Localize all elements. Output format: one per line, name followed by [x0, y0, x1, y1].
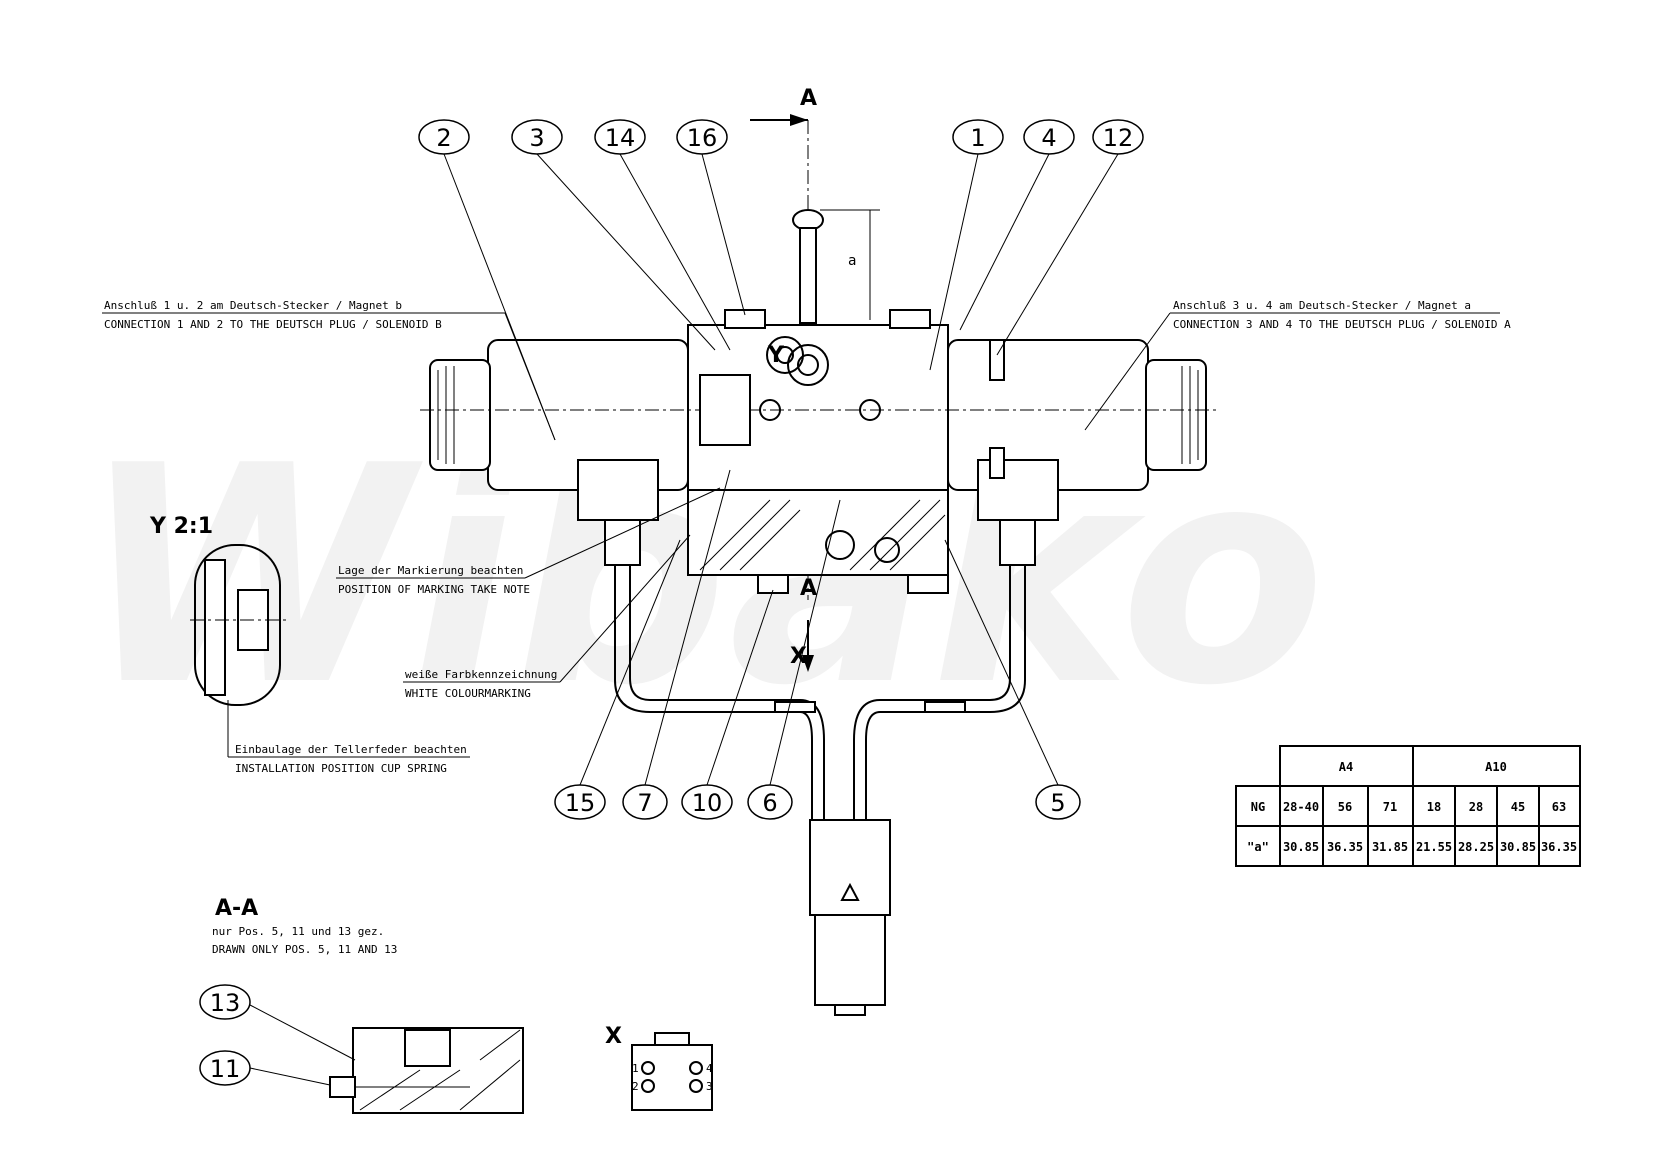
balloon-13: 13 [210, 989, 241, 1017]
balloon-14: 14 [605, 124, 636, 152]
pin-4: 4 [706, 1062, 713, 1075]
balloon-6: 6 [762, 789, 777, 817]
view-x-label: X [790, 644, 807, 669]
balloon-7: 7 [637, 789, 652, 817]
note-spring-en: INSTALLATION POSITION CUP SPRING [235, 762, 447, 775]
valve-body [420, 309, 1220, 594]
view-x-connector: X 1 2 4 3 [605, 1024, 713, 1111]
balloon-12: 12 [1103, 124, 1134, 152]
balloon-1: 1 [970, 124, 985, 152]
table-cell: 28.25 [1458, 840, 1494, 854]
section-aa-title: A-A [215, 896, 258, 921]
view-x-title: X [605, 1024, 622, 1049]
table-cell: 21.55 [1416, 840, 1452, 854]
dimension-a-label: a [848, 253, 856, 269]
table-cell: 31.85 [1372, 840, 1408, 854]
note-right-de: Anschluß 3 u. 4 am Deutsch-Stecker / Mag… [1173, 299, 1471, 312]
table-cell: 30.85 [1283, 840, 1319, 854]
balloon-3: 3 [529, 124, 544, 152]
balloons-top: 2 3 14 16 1 4 12 [418, 119, 1144, 441]
notes: Anschluß 1 u. 2 am Deutsch-Stecker / Mag… [102, 299, 1511, 775]
note-left-en: CONNECTION 1 AND 2 TO THE DEUTSCH PLUG /… [104, 318, 442, 331]
table-cell: 71 [1383, 800, 1397, 814]
section-aa: A-A nur Pos. 5, 11 und 13 gez. DRAWN ONL… [199, 896, 524, 1114]
balloon-4: 4 [1041, 124, 1056, 152]
note-marking-en: POSITION OF MARKING TAKE NOTE [338, 583, 530, 596]
balloon-11: 11 [210, 1055, 241, 1083]
balloon-5: 5 [1050, 789, 1065, 817]
dimension-table: A4 A10 NG "a" 28-40 56 71 18 28 45 63 30… [1235, 745, 1581, 867]
balloon-2: 2 [436, 124, 451, 152]
cable-harness [614, 565, 1026, 1016]
table-cell: 30.85 [1500, 840, 1536, 854]
table-row-label-ng: NG [1251, 800, 1265, 814]
section-a-top-label: A [800, 86, 817, 111]
table-cell: 28 [1469, 800, 1483, 814]
note-spring-de: Einbaulage der Tellerfeder beachten [235, 743, 467, 756]
table-cell: 18 [1427, 800, 1441, 814]
balloon-10: 10 [692, 789, 723, 817]
table-group-a4: A4 [1339, 760, 1353, 774]
detail-y-title: Y 2:1 [149, 514, 213, 539]
table-row-label-a: "a" [1247, 840, 1269, 854]
section-aa-note-de: nur Pos. 5, 11 und 13 gez. [212, 925, 384, 938]
section-a-bottom-label: A [800, 576, 817, 601]
table-cell: 36.35 [1327, 840, 1363, 854]
pin-1: 1 [632, 1062, 639, 1075]
table-group-a10: A10 [1485, 760, 1507, 774]
note-left-de: Anschluß 1 u. 2 am Deutsch-Stecker / Mag… [104, 299, 402, 312]
detail-y-marker: Y [767, 343, 785, 368]
section-hatching [699, 499, 946, 571]
balloon-15: 15 [565, 789, 596, 817]
table-cell: 36.35 [1541, 840, 1577, 854]
note-colour-en: WHITE COLOURMARKING [405, 687, 531, 700]
table-cell: 28-40 [1283, 800, 1319, 814]
note-colour-de: weiße Farbkennzeichnung [405, 668, 557, 681]
pin-3: 3 [706, 1080, 713, 1093]
note-marking-de: Lage der Markierung beachten [338, 564, 523, 577]
balloons-bottom: 15 7 10 6 5 [554, 469, 1081, 820]
pin-2: 2 [632, 1080, 639, 1093]
note-right-en: CONNECTION 3 AND 4 TO THE DEUTSCH PLUG /… [1173, 318, 1511, 331]
section-aa-note-en: DRAWN ONLY POS. 5, 11 AND 13 [212, 943, 397, 956]
table-cell: 45 [1511, 800, 1525, 814]
detail-y: Y 2:1 [149, 514, 290, 706]
table-cell: 63 [1552, 800, 1566, 814]
manual-lever: a [792, 209, 880, 324]
table-cell: 56 [1338, 800, 1352, 814]
balloon-16: 16 [687, 124, 718, 152]
